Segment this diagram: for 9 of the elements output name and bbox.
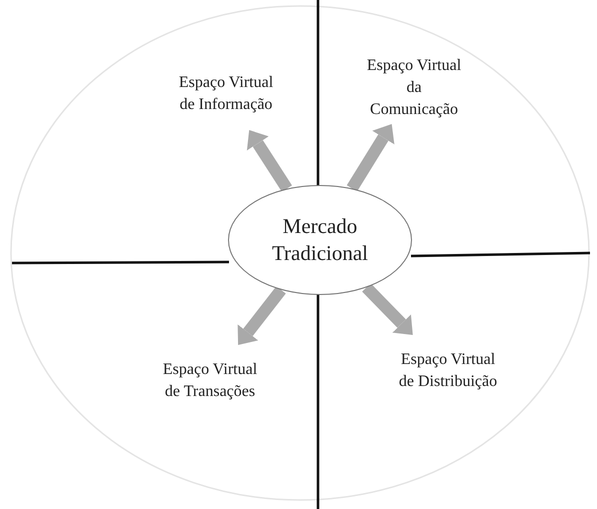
block-arrow bbox=[246, 130, 292, 192]
block-arrow bbox=[346, 124, 394, 192]
center-ellipse: Mercado Tradicional bbox=[228, 185, 412, 295]
quadrant-label: Espaço Virtual da Comunicação bbox=[364, 52, 464, 124]
quadrant-label: Espaço Virtual de Distribuição bbox=[398, 335, 498, 407]
quadrant-label: Espaço Virtual de Transações bbox=[162, 345, 258, 417]
block-arrow bbox=[238, 286, 286, 345]
quadrant-label: Espaço Virtual de Informação bbox=[178, 58, 274, 130]
block-arrow bbox=[362, 283, 413, 335]
